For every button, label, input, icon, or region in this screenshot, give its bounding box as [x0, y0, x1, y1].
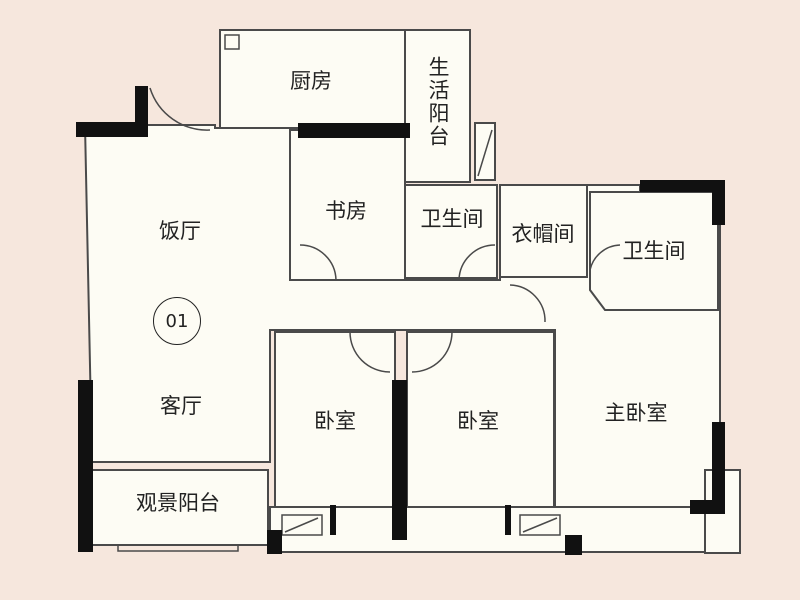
room-label-walk-in-closet: 衣帽间	[511, 222, 575, 246]
room-label-utility-balcony: 生活阳台	[426, 56, 450, 148]
utility-balcony-room	[404, 29, 471, 183]
room-label-view-balcony: 观景阳台	[136, 491, 220, 515]
wall	[392, 380, 407, 540]
wall	[267, 530, 282, 554]
room-label-dining-room: 饭厅	[159, 219, 201, 243]
wall	[640, 180, 725, 192]
wall	[330, 505, 336, 535]
wall	[135, 86, 148, 136]
window-strip	[269, 506, 706, 553]
room-label-bathroom-2: 卫生间	[622, 239, 686, 263]
ac-unit-2	[519, 514, 561, 536]
room-label-master-bedroom: 主卧室	[604, 401, 668, 425]
room-label-bedroom-1: 卧室	[314, 409, 356, 433]
closet-room	[499, 184, 588, 278]
wall	[565, 535, 582, 555]
study-door-arc	[299, 244, 337, 281]
view-balcony-room	[91, 469, 269, 546]
entry-door-arc	[149, 87, 211, 131]
bedroom1-door-arc	[349, 331, 391, 373]
wall	[78, 380, 93, 552]
room-label-kitchen: 厨房	[290, 69, 332, 93]
wall	[712, 180, 725, 225]
ac-unit-2-mark	[522, 517, 558, 533]
ac-unit-1	[281, 514, 323, 536]
wall	[505, 505, 511, 535]
bathroom-1-room	[404, 184, 498, 279]
wall	[690, 500, 725, 514]
kitchen-room	[219, 29, 406, 129]
room-label-bathroom-1: 卫生间	[420, 207, 484, 231]
bedroom2-door-arc	[411, 331, 453, 373]
unit-number-badge: 01	[153, 297, 201, 345]
utility-box-mark	[477, 129, 493, 177]
ac-unit-1-mark	[284, 517, 319, 533]
bath1-door-arc	[458, 244, 496, 281]
room-label-living-room: 客厅	[160, 394, 202, 418]
room-label-study: 书房	[325, 199, 367, 223]
balcony-ledge	[117, 544, 239, 552]
wall	[712, 422, 725, 514]
room-label-bedroom-2: 卧室	[457, 409, 499, 433]
bath2-door-arc	[589, 244, 621, 271]
study-room	[289, 129, 406, 281]
bedroom-1-room	[274, 331, 396, 508]
bedroom-2-room	[406, 331, 555, 508]
wall	[298, 123, 410, 138]
flue-box	[224, 34, 240, 50]
wall	[76, 122, 148, 137]
closet-door-arc	[509, 284, 546, 323]
